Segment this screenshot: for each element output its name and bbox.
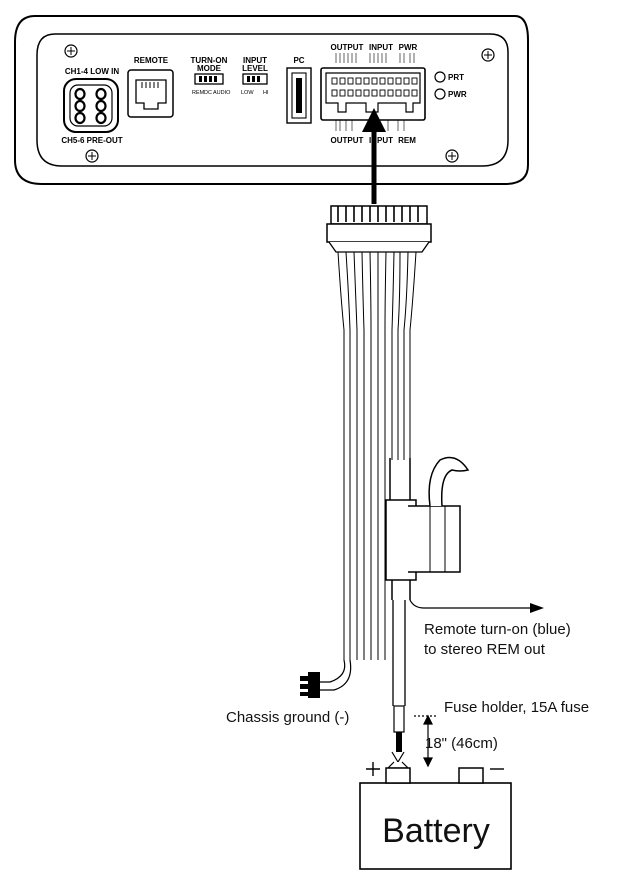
remote-port-label: REMOTE [134, 56, 169, 65]
pwr-led-label: PWR [448, 90, 467, 99]
top-pwr-label: PWR [399, 43, 418, 52]
chassis-ground-wire [300, 659, 352, 698]
turn-on-mode-label: TURN-ON [191, 56, 228, 65]
screw-icon [445, 149, 459, 163]
power-wire [386, 600, 410, 775]
amplifier-panel: CH1-4 LOW IN CH5-6 PRE-OUT REMOTE TURN-O… [14, 15, 529, 185]
input-level-hi: HI [263, 90, 269, 96]
input-level-low: LOW [241, 90, 254, 96]
battery-icon [359, 762, 512, 870]
input-level-label-2: LEVEL [242, 64, 268, 73]
rca-connector-block [63, 78, 119, 133]
main-wiring-connector [320, 67, 426, 121]
battery-label: Battery [382, 812, 490, 850]
input-level-switch[interactable] [242, 73, 268, 85]
bottom-output-label: OUTPUT [331, 136, 364, 145]
pc-port-label: PC [293, 56, 304, 65]
screw-icon [85, 149, 99, 163]
top-output-label: OUTPUT [331, 43, 364, 52]
remote-turn-on-label: Remote turn-on (blue) [424, 621, 571, 638]
wire-bundle [337, 251, 417, 660]
screw-icon [481, 48, 495, 62]
fuse-holder-icon [385, 456, 470, 600]
connection-arrow [362, 108, 386, 204]
fuse-holder-label: Fuse holder, 15A fuse [444, 699, 589, 716]
ch56-pre-out-label: CH5-6 PRE-OUT [61, 136, 122, 145]
harness-plug [326, 205, 432, 253]
chassis-ground-label: Chassis ground (-) [226, 709, 349, 726]
turn-on-mode-rem: REM [192, 90, 205, 96]
remote-jack [127, 69, 174, 118]
turn-on-mode-label-2: MODE [197, 64, 222, 73]
pc-port [286, 67, 312, 124]
prt-led-icon [434, 71, 446, 83]
pwr-led-icon [434, 88, 446, 100]
turn-on-mode-switch[interactable] [194, 73, 224, 85]
pin-labels-top [335, 53, 415, 63]
turn-on-mode-audio: AUDIO [213, 90, 231, 96]
prt-led-label: PRT [448, 73, 464, 82]
remote-turn-on-label-2: to stereo REM out [424, 641, 546, 658]
ch14-low-in-label: CH1-4 LOW IN [65, 67, 119, 76]
turn-on-mode-dc: DC [204, 90, 212, 96]
input-level-label: INPUT [243, 56, 267, 65]
bottom-rem-label: REM [398, 136, 416, 145]
bottom-input-label: INPUT [369, 136, 393, 145]
screw-icon [64, 44, 78, 58]
top-input-label: INPUT [369, 43, 393, 52]
distance-label: 18" (46cm) [425, 735, 498, 752]
dimension-line [414, 714, 436, 768]
remote-turn-on-wire [409, 599, 544, 613]
